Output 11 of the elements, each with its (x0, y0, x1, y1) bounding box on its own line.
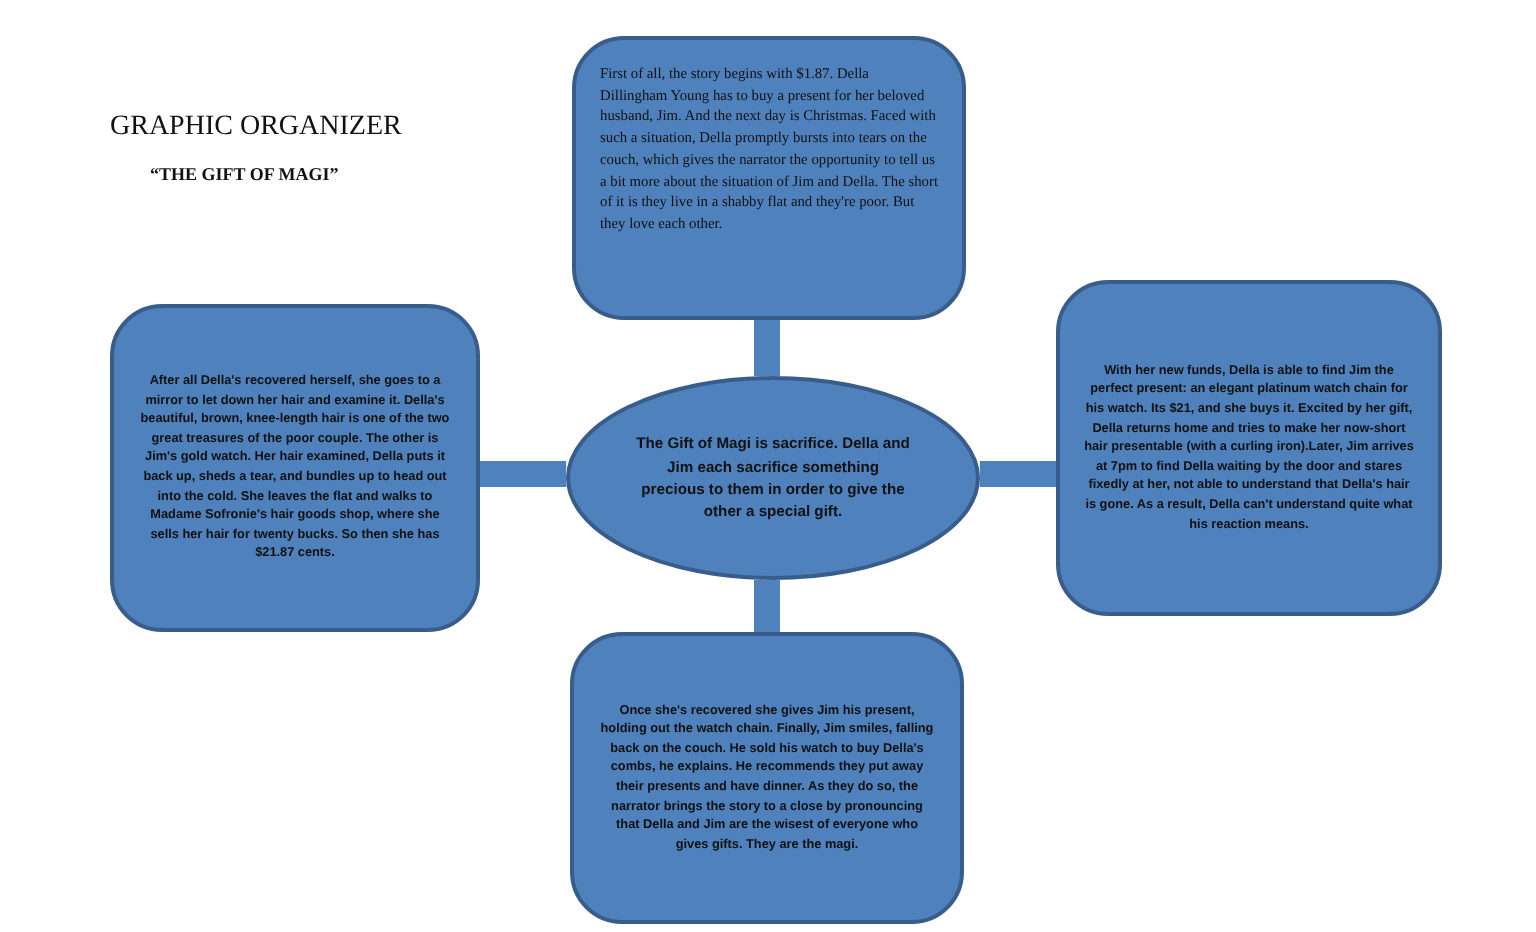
title: GRAPHIC ORGANIZER (110, 112, 402, 144)
connector-bar (480, 461, 567, 487)
connector-bar (979, 461, 1056, 487)
connector-bar (754, 320, 780, 377)
summary-box (1056, 280, 1442, 616)
summary-box (570, 632, 964, 924)
subtitle: “THE GIFT OF MAGI” (150, 164, 339, 184)
connector-bar (754, 579, 780, 632)
summary-box (110, 304, 480, 632)
summary-box (572, 36, 966, 320)
central-ellipse (566, 376, 980, 580)
